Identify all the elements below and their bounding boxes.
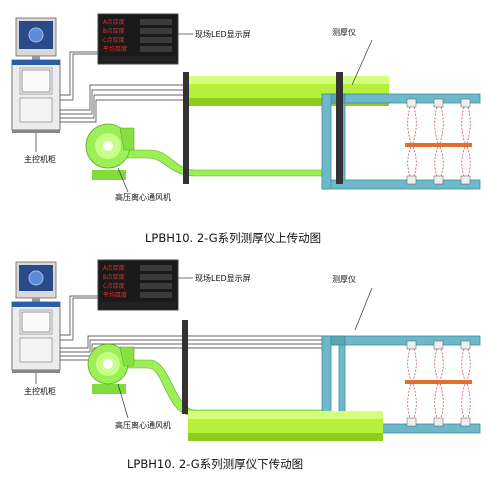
top-caption: LPBH10. 2-G系列测厚仪上传动图	[145, 231, 321, 245]
top-blower-leader	[117, 167, 129, 193]
bottom-diagram: A点厚度 B点厚度 C点厚度 平均厚度 现场LED显示屏	[11, 259, 481, 471]
top-cabinet-label: 主控机柜	[24, 154, 56, 164]
bottom-led-screen-label: 现场LED显示屏	[195, 274, 251, 283]
top-led-row-2: B点厚度	[103, 27, 125, 35]
top-control-cabinet	[11, 17, 61, 133]
bottom-led-row-1: A点厚度	[103, 264, 125, 272]
top-diagram: A点厚度 B点厚度 C点厚度 平均厚度 现场LED显示屏	[11, 13, 481, 245]
bottom-led-row-4: 平均厚度	[103, 291, 127, 299]
top-air-duct	[117, 149, 323, 177]
bottom-caption: LPBH10. 2-G系列测厚仪下传动图	[127, 457, 303, 471]
bottom-led-panel: A点厚度 B点厚度 C点厚度 平均厚度	[97, 259, 179, 311]
bottom-blower	[87, 343, 135, 394]
top-support-post	[183, 72, 189, 184]
bottom-cabinet-label: 主控机柜	[24, 386, 56, 396]
bottom-roller	[188, 411, 383, 441]
top-gauge-leader	[351, 39, 373, 86]
top-signal-lines	[60, 51, 185, 123]
bottom-air-duct	[117, 359, 323, 417]
top-led-panel: A点厚度 B点厚度 C点厚度 平均厚度	[97, 13, 179, 65]
top-blower	[85, 123, 135, 180]
top-gauge-post	[336, 72, 343, 184]
top-sensors	[405, 98, 472, 185]
bottom-support-post	[182, 320, 188, 414]
bottom-gauge-label: 测厚仪	[332, 275, 356, 284]
bottom-blower-label: 高压离心通风机	[115, 420, 171, 430]
bottom-sensors	[405, 340, 472, 427]
top-gauge-label: 测厚仪	[332, 28, 356, 37]
top-led-row-1: A点厚度	[103, 18, 125, 26]
bottom-gauge-leader	[354, 287, 373, 331]
top-led-row-4: 平均厚度	[103, 45, 127, 53]
top-blower-label: 高压离心通风机	[115, 192, 171, 202]
bottom-control-cabinet	[11, 261, 61, 373]
top-led-screen-label: 现场LED显示屏	[195, 30, 251, 39]
top-gauge-frame	[321, 93, 481, 190]
bottom-blower-leader	[117, 383, 129, 419]
bottom-led-row-3: C点厚度	[103, 282, 125, 290]
top-led-row-3: C点厚度	[103, 36, 125, 44]
bottom-signal-lines	[60, 295, 330, 361]
bottom-led-row-2: B点厚度	[103, 273, 125, 281]
